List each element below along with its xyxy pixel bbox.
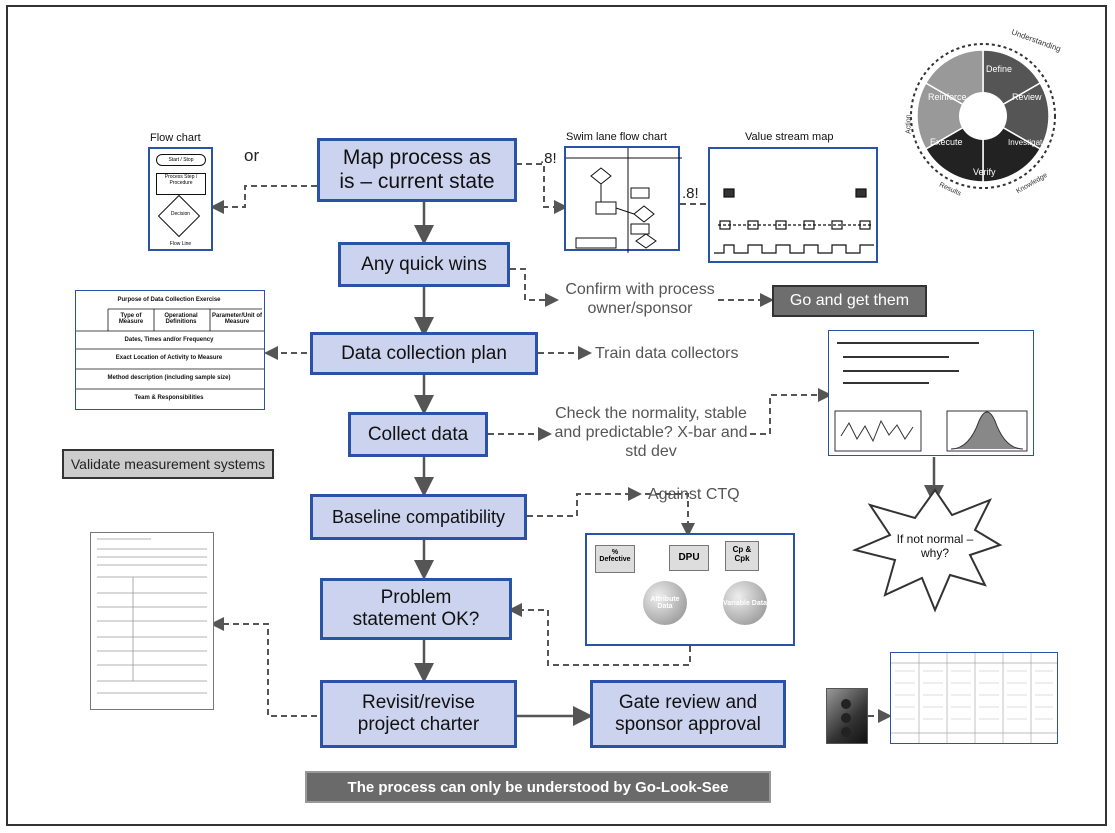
baseline-compatibility-node: Baseline compatibility [310, 494, 527, 540]
fc-decision-label: Decision [170, 211, 191, 217]
go-and-get-them: Go and get them [772, 285, 927, 317]
attribute-data-circle: Attribute Data [643, 581, 687, 625]
pct-defective-box: % Defective [595, 545, 635, 573]
ctq-box: % Defective DPU Cp & Cpk Attribute Data … [585, 533, 795, 646]
fc-process-shape: Process Step / Procedure [156, 173, 206, 195]
data-collection-table: Purpose of Data Collection Exercise Type… [75, 290, 265, 410]
gate-checklist-thumbnail [890, 652, 1058, 744]
value-stream-thumbnail [708, 147, 878, 263]
cycle-execute: Execute [930, 137, 963, 147]
dc-r1: Dates, Times and/or Frequency [124, 337, 214, 343]
data-collection-plan-node: Data collection plan [310, 332, 538, 375]
dc-title: Purpose of Data Collection Exercise [117, 297, 221, 303]
and-label-1: .8! [540, 150, 557, 167]
cycle-reinforce: Reinforce [928, 92, 967, 102]
swim-lane-drawing [566, 148, 682, 253]
collect-data-node: Collect data [348, 412, 488, 457]
cycle-action: Action [905, 114, 913, 134]
dc-h2: Operational Definitions [164, 313, 198, 325]
value-stream-drawing [714, 188, 874, 254]
cycle-investigate: Investigate [1008, 138, 1047, 147]
or-label: or [244, 146, 260, 165]
bottom-banner: The process can only be understood by Go… [305, 771, 771, 803]
and-label-2: .8! [682, 185, 699, 202]
normality-check-text: Check the normality, stable and predicta… [554, 405, 748, 461]
traffic-light-image [826, 688, 868, 744]
revisit-charter-node: Revisit/revise project charter [320, 680, 517, 748]
cycle-review: Review [1012, 92, 1042, 102]
swim-lane-thumbnail [564, 146, 682, 253]
train-data-collectors: Train data collectors [595, 345, 739, 362]
normality-drawing [834, 342, 1028, 452]
cycle-define: Define [986, 64, 1013, 74]
dc-r3: Method description (including sample siz… [107, 375, 231, 381]
value-stream-caption: Value stream map [745, 131, 834, 143]
flow-chart-caption: Flow chart [150, 132, 201, 144]
dc-r2: Exact Location of Activity to Measure [115, 355, 223, 361]
validate-measurement-systems: Validate measurement systems [62, 449, 274, 479]
dc-grid [76, 308, 264, 390]
confirm-text: Confirm with process owner/sponsor [565, 281, 715, 318]
fc-start-shape: Start / Stop [156, 154, 206, 166]
dc-r4: Team & Responsibilities [134, 395, 204, 401]
cycle-verify: Verify [973, 167, 996, 177]
map-process-node: Map process as is – current state [317, 138, 517, 202]
problem-statement-node: Problem statement OK? [320, 578, 512, 640]
dc-h1: Type of Measure [118, 313, 144, 325]
charter-form-thumbnail [90, 532, 214, 710]
gate-review-node: Gate review and sponsor approval [590, 680, 786, 748]
fc-flow-label: Flow Line [169, 241, 192, 247]
normality-chart-thumbnail [828, 330, 1034, 456]
diagram-frame [6, 5, 1107, 826]
dc-h3: Parameter/Unit of Measure [212, 313, 263, 325]
cp-cpk-box: Cp & Cpk [725, 541, 759, 571]
variable-data-circle: Variable Data [723, 581, 767, 625]
quick-wins-node: Any quick wins [338, 242, 510, 287]
flow-chart-thumbnail: Start / Stop Process Step / Procedure De… [148, 147, 213, 251]
if-not-normal-text: If not normal – why? [896, 532, 974, 561]
against-ctq: Against CTQ [648, 486, 740, 503]
checklist-drawing [891, 653, 1057, 743]
charter-form-drawing [97, 538, 207, 694]
dpu-box: DPU [669, 545, 709, 571]
swim-lane-caption: Swim lane flow chart [566, 131, 667, 143]
